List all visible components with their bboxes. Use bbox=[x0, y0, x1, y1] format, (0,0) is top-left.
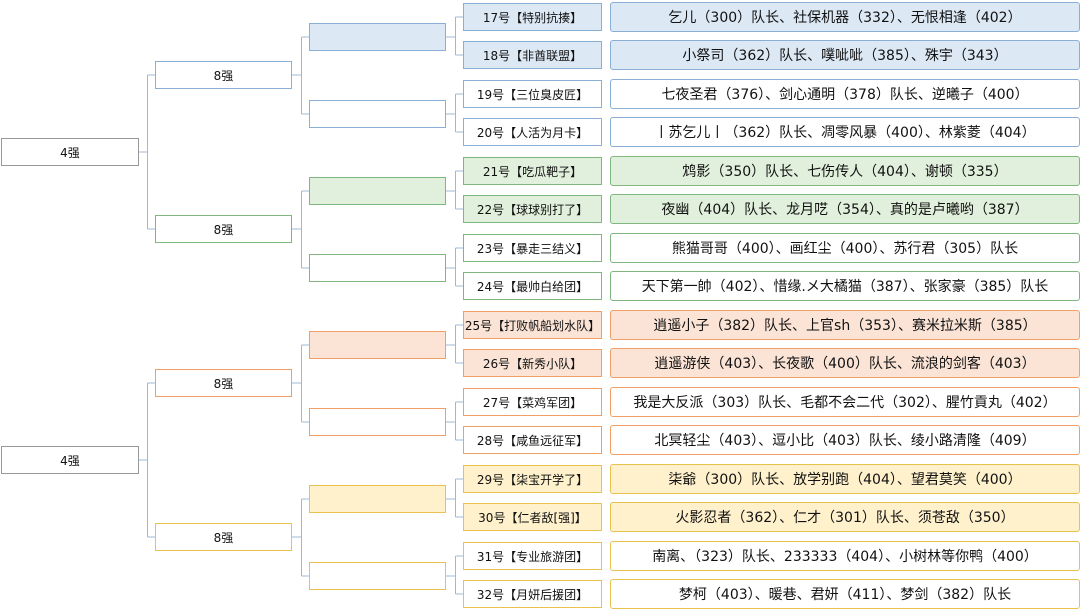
team-name-29: 29号【柒宝开学了】 bbox=[463, 465, 602, 493]
team-roster-31: 南离、（323）队长、233333（404）、小树林等你鸭（400） bbox=[610, 541, 1080, 571]
team-roster-21: 鸩影（350）队长、七伤传人（404）、谢顿（335） bbox=[610, 156, 1080, 186]
team-roster-20: 丨苏乞儿丨（362）队长、凋零风暴（400）、林紫菱（404） bbox=[610, 117, 1080, 147]
team-name-31: 31号【专业旅游团】 bbox=[463, 542, 602, 570]
team-name-24: 24号【最帅白给团】 bbox=[463, 272, 602, 300]
team-name-20: 20号【人活为月卡】 bbox=[463, 118, 602, 146]
round16-slot-2 bbox=[309, 100, 446, 128]
team-name-28: 28号【咸鱼远征军】 bbox=[463, 426, 602, 454]
team-name-30: 30号【仁者敌[强]】 bbox=[463, 503, 602, 531]
round16-slot-3 bbox=[309, 177, 446, 205]
team-name-17: 17号【特别抗揍】 bbox=[463, 3, 602, 31]
semifinal-slot-2: 4强 bbox=[1, 446, 139, 474]
round16-slot-7 bbox=[309, 485, 446, 513]
quarterfinal-slot-3: 8强 bbox=[155, 369, 292, 397]
team-name-22: 22号【球球别打了】 bbox=[463, 195, 602, 223]
team-name-23: 23号【暴走三结义】 bbox=[463, 234, 602, 262]
semifinal-slot-1: 4强 bbox=[1, 138, 139, 166]
team-name-19: 19号【三位臭皮匠】 bbox=[463, 80, 602, 108]
team-roster-19: 七夜圣君（376）、剑心通明（378）队长、逆曦子（400） bbox=[610, 79, 1080, 109]
quarterfinal-slot-1: 8强 bbox=[155, 61, 292, 89]
team-roster-18: 小祭司（362）队长、噗呲呲（385）、殊宇（343） bbox=[610, 40, 1080, 70]
team-roster-28: 北冥轻尘（403）、逗小比（403）队长、绫小路清隆（409） bbox=[610, 425, 1080, 455]
round16-slot-8 bbox=[309, 562, 446, 590]
team-roster-26: 逍遥游侠（403）、长夜歌（400）队长、流浪的剑客（403） bbox=[610, 348, 1080, 378]
round16-slot-1 bbox=[309, 23, 446, 51]
team-roster-23: 熊猫哥哥（400）、画红尘（400）、苏行君（305）队长 bbox=[610, 233, 1080, 263]
team-roster-24: 天下第一帥（402）、惜缘.メ大橘猫（387）、张家豪（385）队长 bbox=[610, 271, 1080, 301]
team-name-27: 27号【菜鸡军团】 bbox=[463, 388, 602, 416]
team-name-18: 18号【非酋联盟】 bbox=[463, 41, 602, 69]
team-roster-32: 梦柯（403）、暖巷、君妍（411）、梦剑（382）队长 bbox=[610, 579, 1080, 609]
team-name-25: 25号【打败帆船划水队】 bbox=[463, 311, 602, 339]
quarterfinal-slot-2: 8强 bbox=[155, 215, 292, 243]
team-roster-29: 柒爺（300）队长、放学别跑（404）、望君莫笑（400） bbox=[610, 464, 1080, 494]
quarterfinal-slot-4: 8强 bbox=[155, 523, 292, 551]
team-name-32: 32号【月妍后援团】 bbox=[463, 580, 602, 608]
team-roster-17: 乞儿（300）队长、社保机器（332）、无恨相逢（402） bbox=[610, 2, 1080, 32]
team-name-26: 26号【新秀小队】 bbox=[463, 349, 602, 377]
team-roster-22: 夜幽（404）队长、龙月呓（354）、真的是卢曦哟（387） bbox=[610, 194, 1080, 224]
round16-slot-5 bbox=[309, 331, 446, 359]
team-name-21: 21号【吃瓜靶子】 bbox=[463, 157, 602, 185]
round16-slot-4 bbox=[309, 254, 446, 282]
team-roster-27: 我是大反派（303）队长、毛都不会二代（302）、腥竹貢丸（402） bbox=[610, 387, 1080, 417]
round16-slot-6 bbox=[309, 408, 446, 436]
team-roster-25: 逍遥小子（382）队长、上官sh（353）、赛米拉米斯（385） bbox=[610, 310, 1080, 340]
team-roster-30: 火影忍者（362）、仁才（301）队长、须苍敌（350） bbox=[610, 502, 1080, 532]
